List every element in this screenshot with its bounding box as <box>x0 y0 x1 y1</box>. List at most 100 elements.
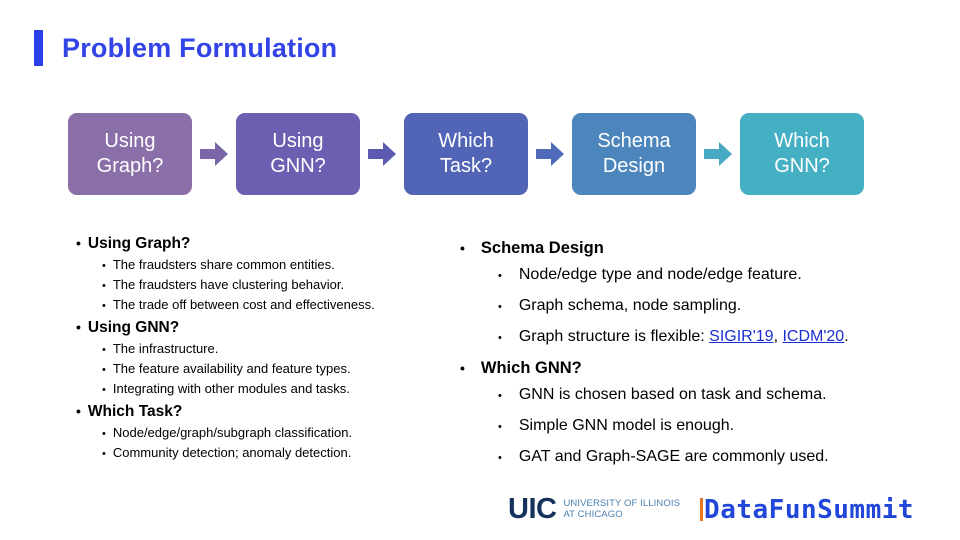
bullet-dot-icon: • <box>102 260 106 272</box>
bullet-dot-icon: • <box>498 452 502 464</box>
bullet-heading-label: Which Task? <box>87 403 183 420</box>
bullet-item: • Community detection; anomaly detection… <box>102 445 452 460</box>
uic-subtitle-line1: University of Illinois <box>563 497 681 509</box>
bullet-block-using-gnn: • Using GNN? • The infrastructure. • The… <box>72 319 452 396</box>
bullet-block-using-graph: • Using Graph? • The fraudsters share co… <box>72 235 452 312</box>
bullet-item-label: Node/edge type and node/edge feature. <box>518 266 802 283</box>
bullet-heading-label: Which GNN? <box>480 359 582 377</box>
bullet-block-which-gnn: • Which GNN? • GNN is chosen based on ta… <box>456 359 936 466</box>
bullet-heading-label: Using Graph? <box>87 235 191 252</box>
right-bullet-column: • Schema Design • Node/edge type and nod… <box>456 228 936 479</box>
datafunsummit-wordmark: DataFunSummit <box>704 494 915 525</box>
datafunsummit-logo: DataFunSummit <box>700 497 914 523</box>
bullet-item-label: GAT and Graph-SAGE are commonly used. <box>518 448 829 465</box>
bullet-dot-icon: • <box>102 448 106 460</box>
bullet-item: • Node/edge type and node/edge feature. <box>498 266 936 284</box>
bullet-dot-icon: • <box>498 421 502 433</box>
flow-step-using-graph[interactable]: Using Graph? <box>68 113 192 195</box>
bullet-dot-icon: • <box>102 384 106 396</box>
bullet-heading: • Which Task? <box>76 403 452 421</box>
bullet-dot-icon: • <box>102 364 106 376</box>
bullet-item-label: The fraudsters have clustering behavior. <box>112 277 345 292</box>
flow-step-line1: Which <box>438 130 494 152</box>
bullet-dot-icon: • <box>102 344 106 356</box>
bullet-heading-label: Schema Design <box>480 239 604 257</box>
arrow-right-icon <box>368 142 396 166</box>
bullet-item-label: Graph schema, node sampling. <box>518 297 742 314</box>
arrow-right-icon <box>536 142 564 166</box>
bullet-dot-icon: • <box>102 280 106 292</box>
bullet-item-label: GNN is chosen based on task and schema. <box>518 386 827 403</box>
title-text: Problem Formulation <box>62 32 338 63</box>
bullet-item-label: The infrastructure. <box>112 341 219 356</box>
flow-step-line1: Using <box>104 130 156 152</box>
link-item-prefix: Graph structure is flexible: <box>518 328 710 345</box>
uic-subtitle-line2: At Chicago <box>563 508 623 520</box>
uic-logo: UIC University of Illinois At Chicago <box>508 495 680 524</box>
footer-logos: UIC University of Illinois At Chicago Da… <box>508 495 914 524</box>
bullet-item: • The feature availability and feature t… <box>102 361 452 376</box>
bullet-dot-icon: • <box>102 428 106 440</box>
flow-step-line2: GNN? <box>270 155 326 177</box>
flow-step-line2: Design <box>602 155 666 177</box>
bullet-item: • GAT and Graph-SAGE are commonly used. <box>498 448 936 466</box>
uic-subtitle: University of Illinois At Chicago <box>563 497 681 521</box>
flow-step-line2: Task? <box>439 155 493 177</box>
link-icdm20[interactable]: ICDM'20 <box>782 328 845 345</box>
bullet-dot-icon: • <box>76 403 81 419</box>
bullet-item-label: Integrating with other modules and tasks… <box>112 381 350 396</box>
bullet-item: • The fraudsters share common entities. <box>102 257 452 272</box>
arrow-right-icon <box>200 142 228 166</box>
bullet-item: • Integrating with other modules and tas… <box>102 381 452 396</box>
bullet-item-label: Graph structure is flexible: SIGIR'19, I… <box>519 328 849 346</box>
link-separator: , <box>773 328 783 345</box>
bullet-item-label: Simple GNN model is enough. <box>518 417 735 434</box>
bullet-dot-icon: • <box>498 270 502 282</box>
flow-step-line1: Using <box>272 130 324 152</box>
bullet-item: • Graph schema, node sampling. <box>498 297 936 315</box>
flow-step-using-gnn[interactable]: Using GNN? <box>236 113 360 195</box>
bullet-dot-icon: • <box>460 360 465 376</box>
bullet-dot-icon: • <box>498 301 502 313</box>
bullet-item: • The trade off between cost and effecti… <box>102 297 452 312</box>
bullet-block-which-task: • Which Task? • Node/edge/graph/subgraph… <box>72 403 452 460</box>
bullet-item-label: Community detection; anomaly detection. <box>112 445 352 460</box>
flow-arrow-3 <box>528 141 572 167</box>
bullet-dot-icon: • <box>498 390 502 402</box>
bullet-item-label: The fraudsters share common entities. <box>112 257 335 272</box>
bullet-item: • Simple GNN model is enough. <box>498 417 936 435</box>
bullet-item: • GNN is chosen based on task and schema… <box>498 386 936 404</box>
bullet-item: • The infrastructure. <box>102 341 452 356</box>
bullet-heading: • Using Graph? <box>76 235 452 253</box>
flow-step-which-gnn[interactable]: Which GNN? <box>740 113 864 195</box>
datafun-accent-tick <box>700 498 704 521</box>
flow-arrow-4 <box>696 141 740 167</box>
bullet-heading: • Using GNN? <box>76 319 452 337</box>
bullet-heading: • Which GNN? <box>460 359 936 378</box>
uic-wordmark: UIC <box>508 493 557 525</box>
bullet-dot-icon: • <box>76 319 81 335</box>
flow-step-line2: GNN? <box>774 155 830 177</box>
bullet-dot-icon: • <box>102 300 106 312</box>
arrow-right-icon <box>704 142 732 166</box>
bullet-item: • Node/edge/graph/subgraph classificatio… <box>102 425 452 440</box>
flow-arrow-1 <box>192 141 236 167</box>
bullet-dot-icon: • <box>498 332 502 344</box>
flow-step-line2: Graph? <box>96 155 164 177</box>
bullet-dot-icon: • <box>76 235 81 251</box>
process-flow-diagram: Using Graph? Using GNN? Which Task? Sche… <box>68 113 864 195</box>
flow-step-schema-design[interactable]: Schema Design <box>572 113 696 195</box>
link-item-suffix: . <box>844 328 849 345</box>
bullet-heading-label: Using GNN? <box>87 319 180 336</box>
flow-step-which-task[interactable]: Which Task? <box>404 113 528 195</box>
bullet-heading: • Schema Design <box>460 239 936 258</box>
flow-arrow-2 <box>360 141 404 167</box>
left-bullet-column: • Using Graph? • The fraudsters share co… <box>72 228 452 465</box>
bullet-item: • The fraudsters have clustering behavio… <box>102 277 452 292</box>
link-sigir19[interactable]: SIGIR'19 <box>709 328 774 345</box>
flow-step-line1: Schema <box>597 130 671 152</box>
bullet-item-label: The trade off between cost and effective… <box>112 297 375 312</box>
bullet-item-with-links: • Graph structure is flexible: SIGIR'19,… <box>498 328 936 346</box>
flow-step-line1: Which <box>774 130 830 152</box>
bullet-item-label: Node/edge/graph/subgraph classification. <box>112 425 353 440</box>
